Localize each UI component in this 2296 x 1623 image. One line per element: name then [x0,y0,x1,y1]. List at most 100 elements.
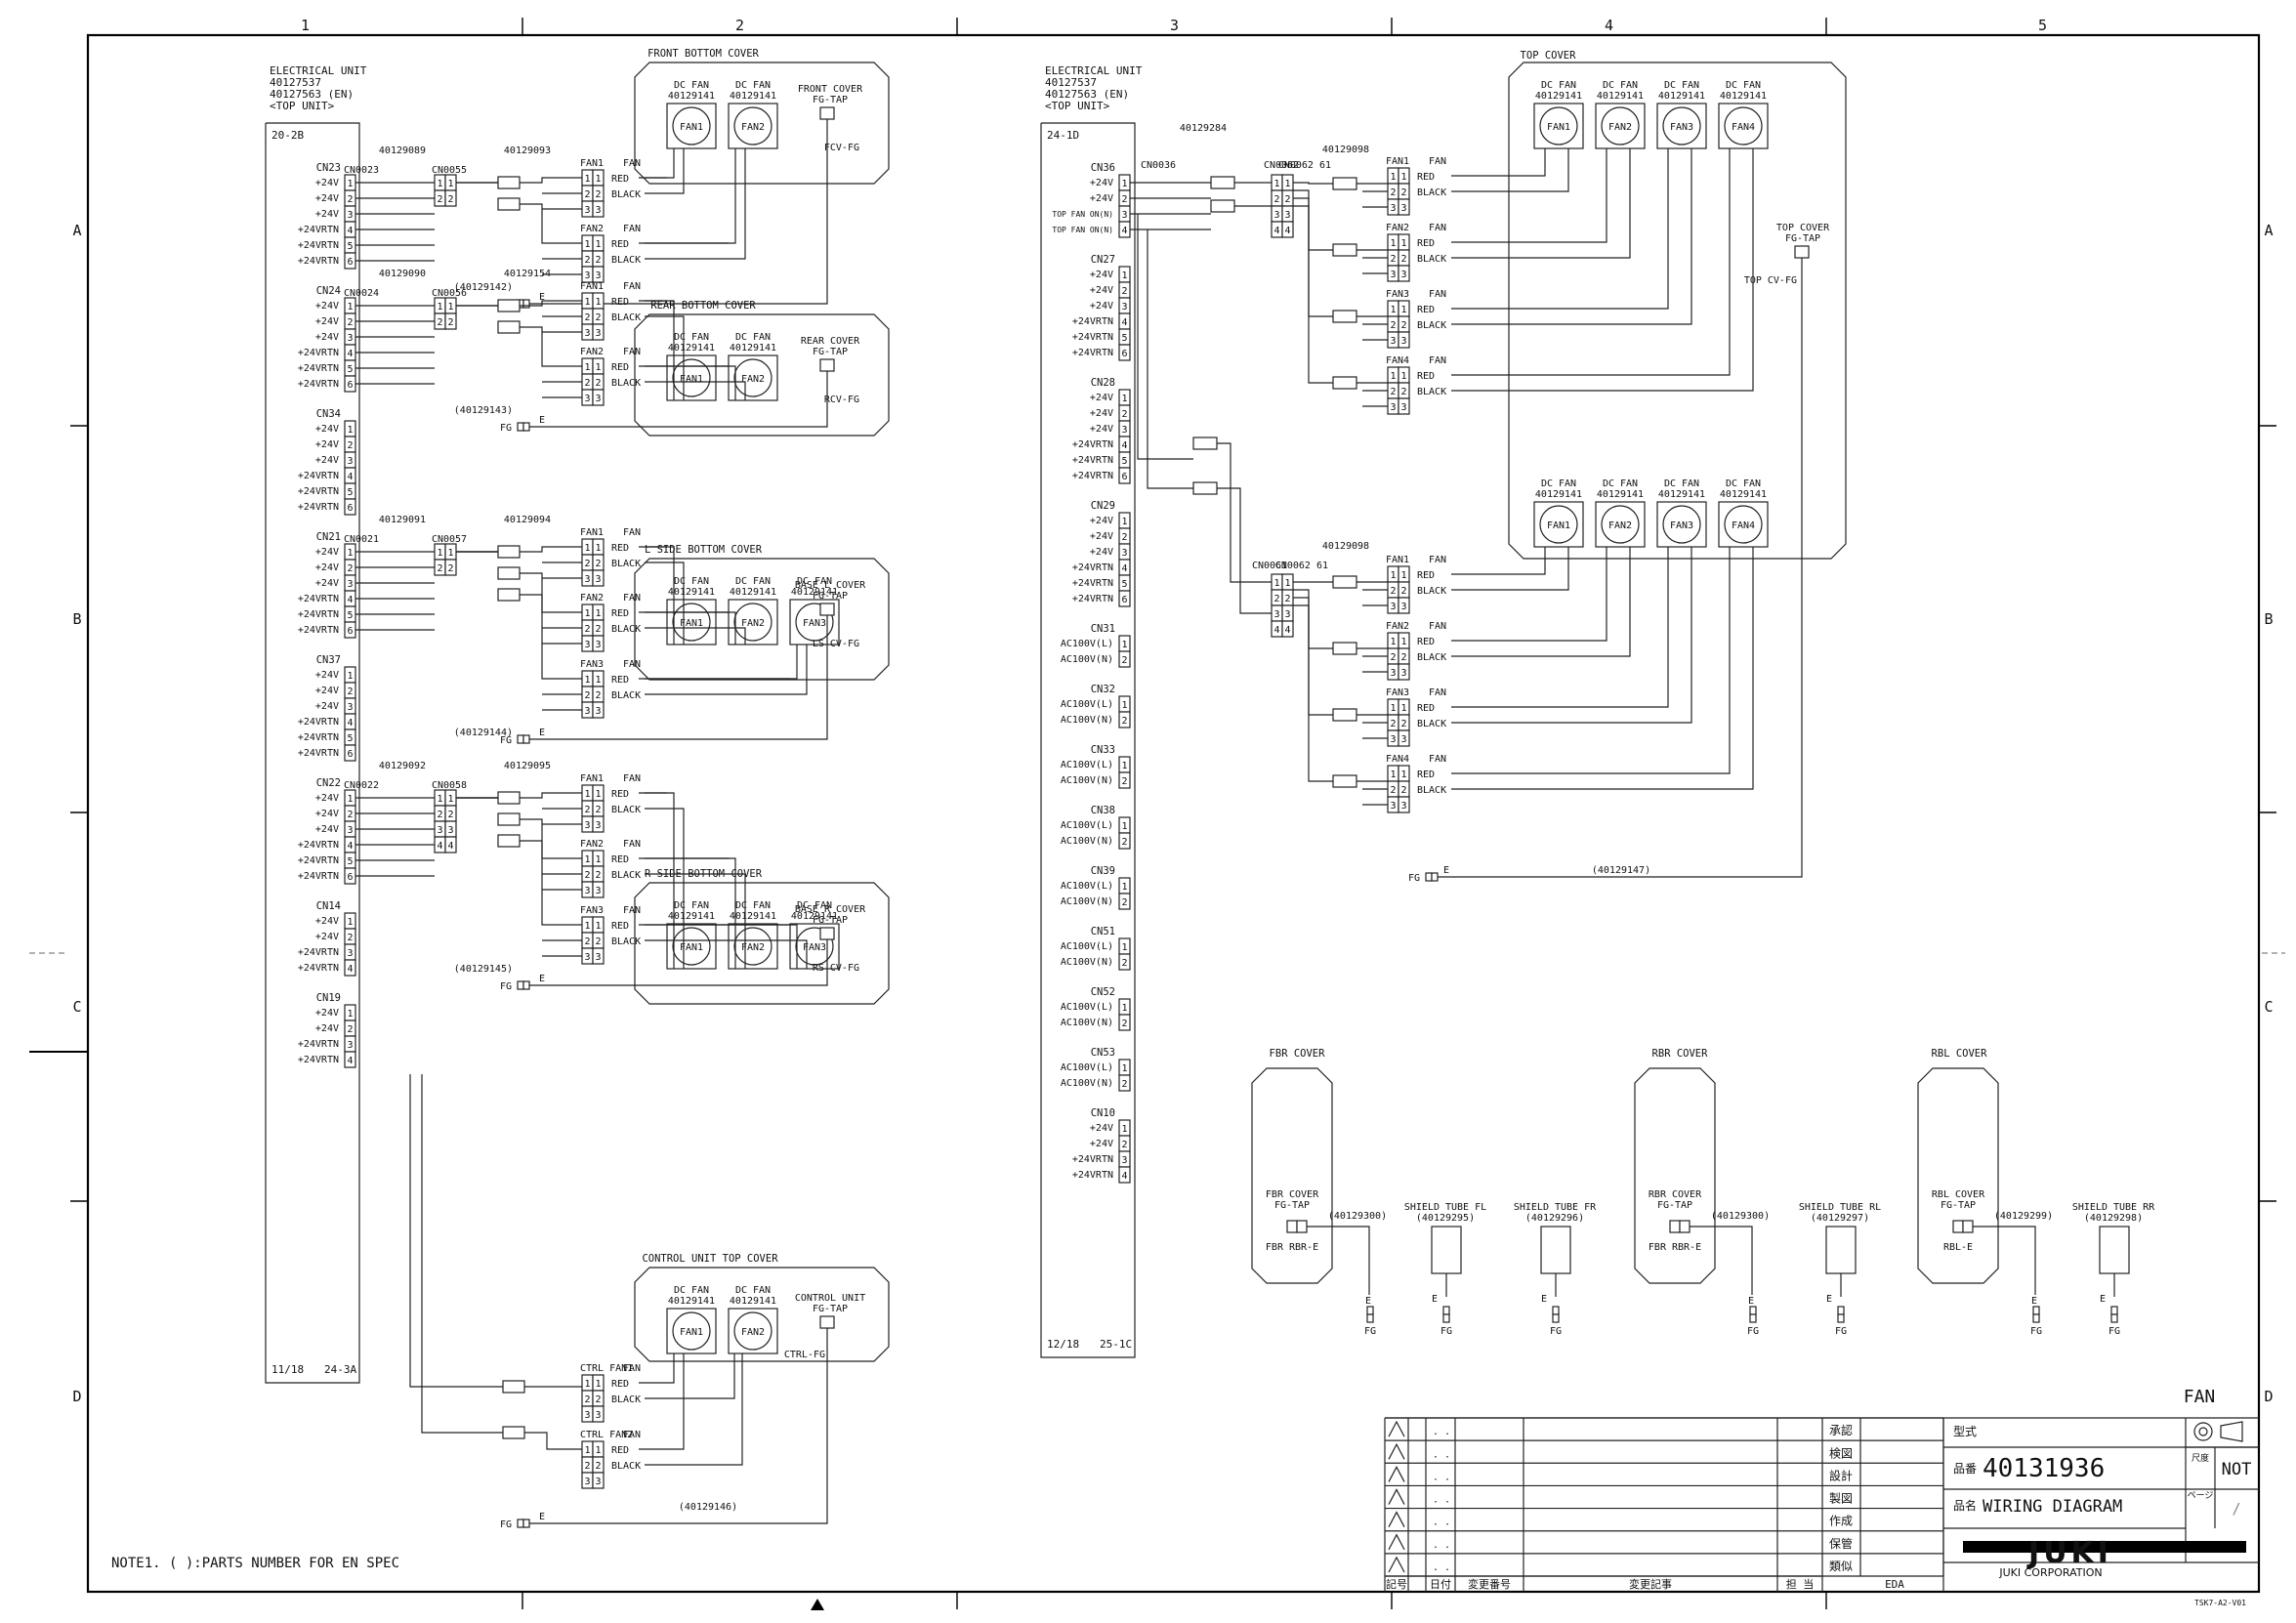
cn-label-cn31: CN31 [1091,623,1115,635]
wire-color: BLACK [1417,652,1446,663]
pin-number: 1 [447,548,453,559]
cover-outline [634,313,890,437]
pin-number: 5 [347,364,353,375]
wire-color: BLACK [611,870,641,881]
harness-number: 40129090 [379,269,426,279]
pin-number: 2 [437,563,442,574]
pin-label: +24VRTN [298,871,339,882]
wire [645,873,746,969]
pin-number: 2 [347,1024,353,1035]
cover-outline [1251,1067,1333,1284]
pin-number: 2 [347,933,353,943]
pin-number: 2 [1400,187,1406,198]
brand-subtitle: JUKI CORPORATION [1998,1566,2102,1579]
wire [645,300,675,400]
cover-outline [634,1267,890,1362]
pin-label: +24VRTN [298,256,339,267]
dc-fan-label: DC FAN [1726,80,1761,91]
pin-number: 3 [595,205,601,216]
wire-color: BLACK [611,559,641,569]
wire-color: RED [611,1445,629,1456]
pin-number: 3 [1390,801,1396,812]
pin-number: 1 [595,789,601,800]
pin-number: 2 [1400,254,1406,265]
wire [1293,604,1388,782]
cable-ref: (40129144) [454,728,513,738]
pin-number: 1 [1121,882,1127,893]
pin-number: 3 [1390,602,1396,612]
pin-number: 1 [1390,703,1396,714]
pin-label: +24V [1090,301,1113,312]
harness-wire [409,1074,503,1434]
fg-terminal [522,734,530,744]
zone-label: D [2264,1388,2273,1405]
fg-wire [529,387,828,428]
dc-fan-part-number: 40129141 [730,343,776,354]
wire [1217,442,1272,614]
pin-label: +24VRTN [1072,348,1113,358]
zone-label: C [2264,998,2273,1016]
earth-label: E [1443,865,1449,876]
fan-connector-label: FAN2 [580,839,604,850]
pin-number: 1 [584,608,590,619]
pin-number: 6 [347,749,353,760]
fan-name: FAN4 [1732,122,1755,133]
pin-number: 3 [584,205,590,216]
model-label: 型式 [1953,1425,1977,1438]
cable-ref: (40129299) [1994,1211,2053,1222]
wire [520,326,582,367]
dc-fan-part-number: 40129141 [1720,91,1767,102]
pin-number: 4 [1121,317,1127,328]
pin-label: +24V [1090,516,1113,526]
wire [645,148,746,260]
fan-name: FAN2 [741,122,765,133]
cover-outline [634,62,890,185]
pin-label: +24V [1090,193,1113,204]
fan-connector-label: FAN [623,527,641,538]
dc-fan-label: DC FAN [735,900,771,911]
revision-date-dots: . . [1433,1540,1450,1551]
fan-connector-label: FAN [623,281,641,292]
pin-number: 3 [1390,402,1396,413]
connector-pin [1398,796,1410,813]
pin-number: 3 [1121,425,1127,436]
fg-label: FCV-FG [824,143,859,153]
dc-fan-part-number: 40129141 [1658,91,1705,102]
pin-number: 1 [1390,570,1396,581]
splice [497,588,521,602]
fan-2-icon [733,1311,772,1351]
revision-date-dots: . . [1433,1427,1450,1437]
connector-pin [592,635,605,652]
pin-number: 2 [595,312,601,323]
page-label: ページ [2188,1491,2214,1501]
revision-triangle [1388,1488,1405,1505]
pin-label: +24V [1090,178,1113,188]
pin-label: AC100V(N) [1061,896,1113,907]
pin-number: 3 [1400,734,1406,745]
pin-number: 1 [595,1379,601,1390]
fg-tap-terminal [1669,1220,1681,1233]
cover-title: TOP COVER [1521,50,1577,62]
pin-number: 2 [595,559,601,569]
dc-fan-label: DC FAN [674,80,709,91]
page-value: / [2232,1500,2240,1518]
cn-label: CN0062 61 [1278,160,1331,171]
cover-title: FBR COVER [1270,1048,1326,1060]
pin-label: +24VRTN [1072,332,1113,343]
pin-number: 3 [595,706,601,717]
role-label: 製図 [1829,1492,1853,1506]
wire-color: RED [1417,305,1435,315]
fan-name: FAN2 [741,374,765,385]
wire-color: RED [611,854,629,865]
cn-label-cn33: CN33 [1091,744,1115,756]
cover-title: RBL COVER [1932,1048,1988,1060]
zone-label: 2 [735,17,744,34]
revision-header: 変更番号 [1468,1577,1511,1591]
connector-pin [1118,1074,1131,1092]
wire-color: BLACK [611,936,641,947]
wire [645,611,736,645]
pin-number: 1 [595,174,601,185]
shield-tube-ref: (40129298) [2084,1213,2143,1224]
fan-connector-label: FAN [1429,156,1446,167]
fan-name: FAN3 [803,942,826,953]
